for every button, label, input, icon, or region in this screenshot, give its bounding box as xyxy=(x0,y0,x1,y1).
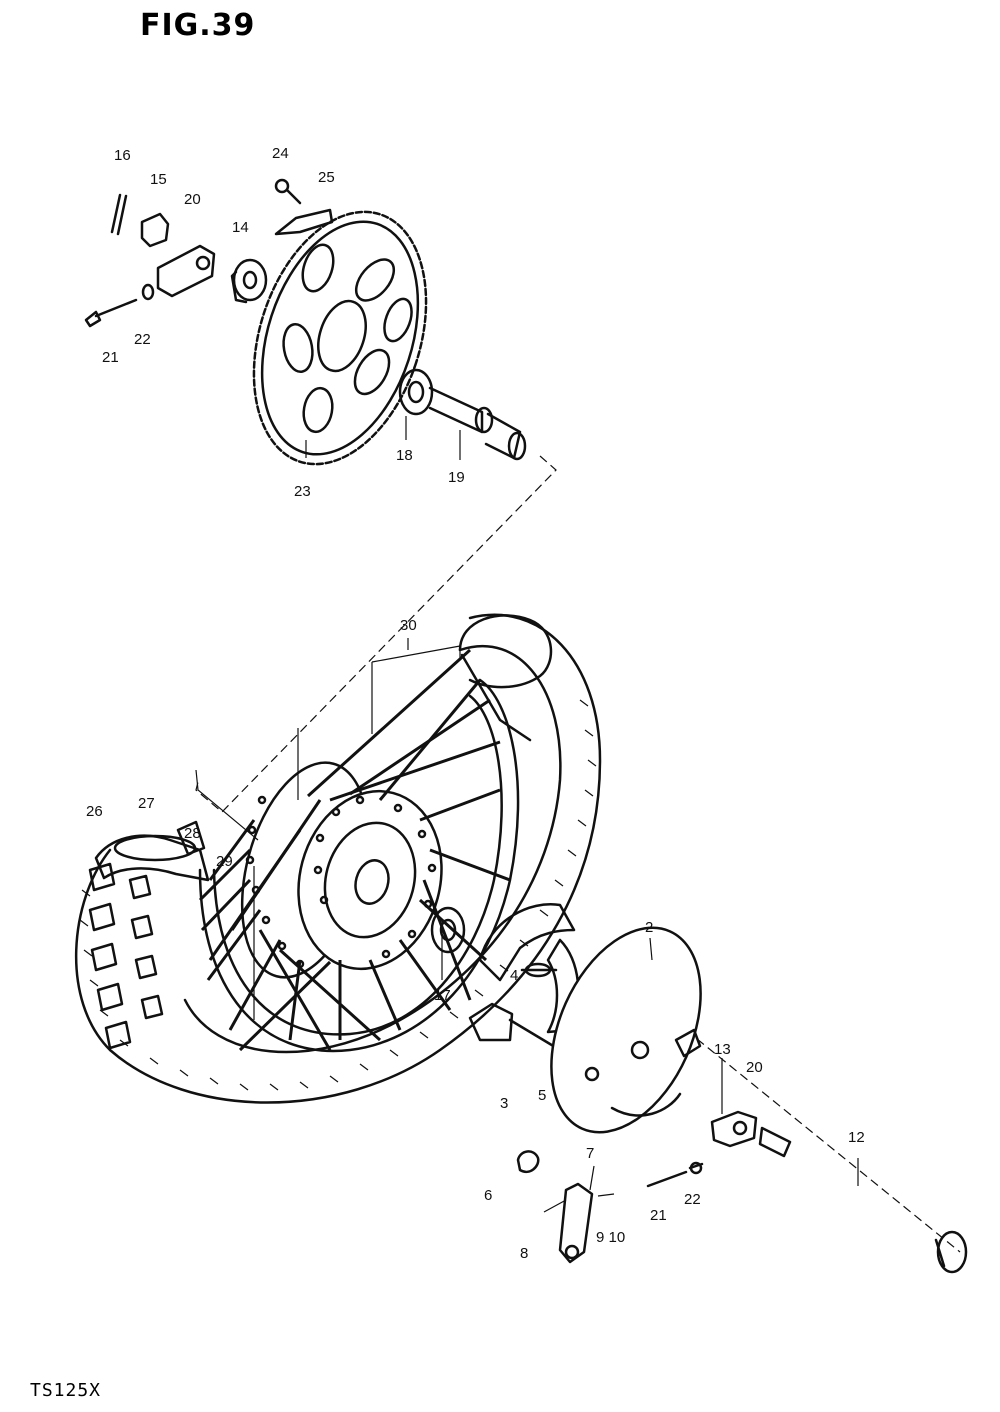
axle-nut xyxy=(140,212,170,248)
callout-17: 17 xyxy=(434,987,451,1004)
wheel-hub xyxy=(240,761,443,979)
tire-tread xyxy=(79,699,597,1091)
callout-6: 6 xyxy=(484,1187,492,1204)
adjuster-washer xyxy=(141,283,155,301)
rim-band xyxy=(176,820,206,856)
tube-section xyxy=(113,834,197,862)
callout-5: 5 xyxy=(538,1087,546,1104)
callout-2: 2 xyxy=(645,919,653,936)
wheel-bearing-left xyxy=(398,368,434,416)
tire-top-section xyxy=(458,614,553,742)
lock-washer-plate xyxy=(274,208,334,236)
callout-19: 19 xyxy=(448,469,465,486)
rear-wheel xyxy=(75,613,602,1104)
callout-22-upper: 22 xyxy=(134,331,151,348)
callout-7: 7 xyxy=(586,1145,594,1162)
axle-centerline-upper xyxy=(195,455,557,813)
axle-spacer xyxy=(428,386,527,461)
axle-end-nut xyxy=(934,1230,968,1274)
axle-centerline-lower xyxy=(685,1029,961,1253)
callout-14: 14 xyxy=(232,219,249,236)
wheel-bearing-right xyxy=(430,906,466,954)
callout-16: 16 xyxy=(114,147,131,164)
tire xyxy=(75,613,602,1104)
callout-20-upper: 20 xyxy=(184,191,201,208)
brake-assembly xyxy=(430,903,968,1274)
callout-4: 4 xyxy=(510,967,518,984)
spokes xyxy=(198,648,511,1052)
callout-15: 15 xyxy=(150,171,167,188)
callout-21-upper: 21 xyxy=(102,349,119,366)
callout-20-lower: 20 xyxy=(746,1059,763,1076)
tire-knobs xyxy=(88,862,164,1050)
callout-22-lower: 22 xyxy=(684,1191,701,1208)
callout-24: 24 xyxy=(272,145,289,162)
callout-9-10: 9 10 xyxy=(596,1229,625,1246)
callout-28: 28 xyxy=(184,825,201,842)
sprocket-bolt xyxy=(274,178,302,205)
rim xyxy=(198,678,520,1053)
tire-section xyxy=(94,834,210,882)
callout-25: 25 xyxy=(318,169,335,186)
callout-27: 27 xyxy=(138,795,155,812)
adjuster-bolt xyxy=(84,298,138,328)
callout-26: 26 xyxy=(86,803,103,820)
callout-12: 12 xyxy=(848,1129,865,1146)
brake-panel xyxy=(550,926,702,1134)
spacer xyxy=(230,258,268,304)
callout-13: 13 xyxy=(714,1041,731,1058)
rear-sprocket xyxy=(252,210,428,466)
cotter-pin xyxy=(110,193,128,236)
callout-labels: 16 15 20 14 24 25 21 22 18 19 23 30 26 2… xyxy=(86,145,865,1262)
model-code: TS125X xyxy=(30,1380,102,1401)
callout-21-lower: 21 xyxy=(650,1207,667,1224)
right-chain-adjuster xyxy=(646,1110,792,1188)
figure-title: FIG.39 xyxy=(140,8,256,43)
chain-adjuster xyxy=(156,244,216,298)
leader-lines xyxy=(195,416,859,1191)
callout-29: 29 xyxy=(216,853,233,870)
callout-18: 18 xyxy=(396,447,413,464)
brake-cam-lever xyxy=(516,1150,615,1264)
callout-8: 8 xyxy=(520,1245,528,1262)
callout-30: 30 xyxy=(400,617,417,634)
callout-23: 23 xyxy=(294,483,311,500)
callout-3: 3 xyxy=(500,1095,508,1112)
sprocket-assembly xyxy=(84,178,527,466)
